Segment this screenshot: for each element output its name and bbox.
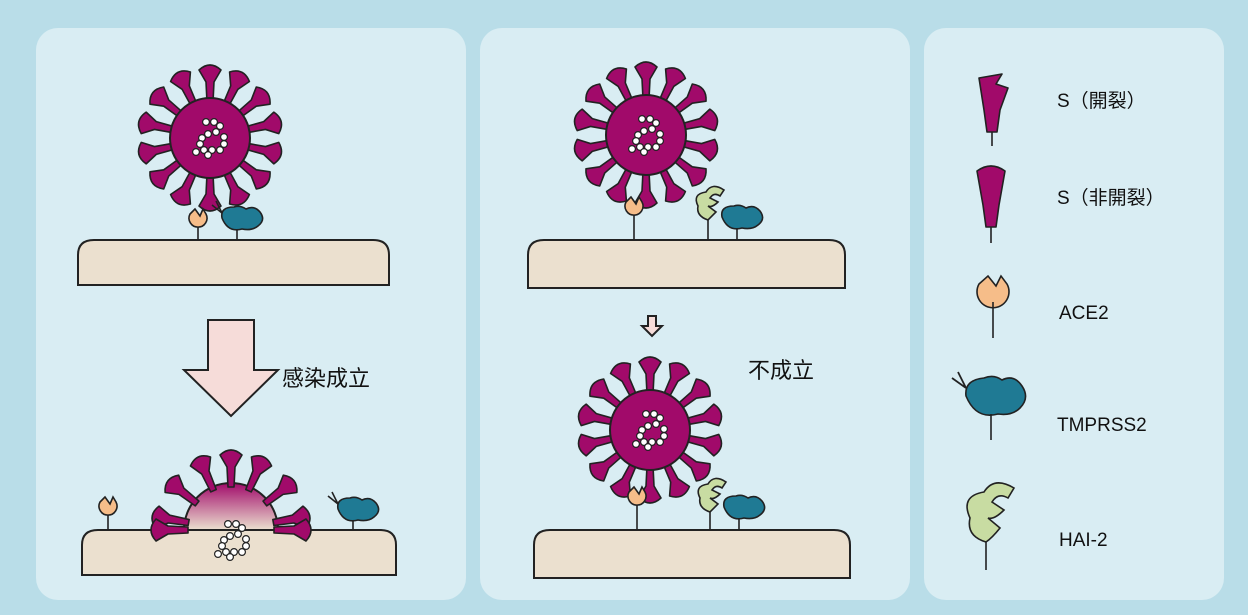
spike-protein <box>675 449 711 482</box>
spike-protein <box>137 111 177 135</box>
spike-protein <box>589 449 625 482</box>
spike-protein <box>605 67 634 105</box>
ace2-receptor-mid-bottom <box>627 485 647 530</box>
spike-protein <box>573 138 613 162</box>
tmprss2-protease <box>211 200 264 240</box>
ace2-receptor-icon <box>976 274 1010 338</box>
spike-protein <box>169 70 198 108</box>
ace2-receptor-mid <box>624 195 644 240</box>
spike-protein <box>577 433 617 457</box>
spike-protein <box>662 362 691 400</box>
spike-protein <box>198 64 222 103</box>
spike-protein <box>164 474 200 507</box>
tmprss2-protease-bottom <box>327 491 380 530</box>
virus-particle-top <box>573 61 719 209</box>
spike-protein <box>671 83 707 116</box>
spike-protein <box>658 165 687 203</box>
status-blocked: 不成立 <box>748 358 814 383</box>
spike-protein <box>634 61 658 100</box>
legend-label-cleaved-spike: S（開裂） <box>1057 90 1146 112</box>
hai2-inhibitor-mid <box>695 185 726 240</box>
spike-protein <box>589 378 625 411</box>
spike-protein <box>219 449 243 488</box>
spike-protein <box>189 455 218 493</box>
spike-protein <box>222 70 251 108</box>
spike-protein <box>609 362 638 400</box>
legend-label-uncleaved-spike: S（非開裂） <box>1057 187 1165 209</box>
hai2-inhibitor-mid-bottom <box>697 477 728 530</box>
spike-protein <box>662 460 691 498</box>
spike-protein <box>683 433 723 457</box>
spike-protein <box>675 378 711 411</box>
tmprss2-protease-mid <box>720 204 764 240</box>
spike-protein <box>679 108 719 132</box>
spike-protein <box>609 460 638 498</box>
host-cell-top-middle <box>527 239 846 289</box>
spike-protein <box>577 403 617 427</box>
ace2-receptor <box>188 207 208 240</box>
virus-particle-bottom <box>577 356 723 504</box>
fusing-virus <box>150 449 312 561</box>
cleaved-spike-icon <box>978 73 1009 146</box>
spike-protein <box>585 154 621 187</box>
spike-protein <box>243 111 283 135</box>
spike-protein <box>150 518 189 542</box>
panel-infection <box>36 28 466 600</box>
spike-protein <box>683 403 723 427</box>
legend-label-hai2: HAI-2 <box>1059 530 1108 551</box>
spike-protein <box>262 474 298 507</box>
panel-blocked <box>480 28 910 600</box>
spike-protein <box>243 141 283 165</box>
tmprss2-protease-mid-bottom <box>722 494 766 530</box>
spike-protein <box>169 168 198 206</box>
spike-protein <box>149 86 185 119</box>
spike-protein <box>605 165 634 203</box>
spike-protein <box>235 157 271 190</box>
spike-protein <box>679 138 719 162</box>
spike-protein <box>149 157 185 190</box>
spike-protein <box>585 83 621 116</box>
virus-particle <box>137 64 283 212</box>
down-arrow-small <box>639 315 665 338</box>
ace2-receptor-bottom <box>98 495 118 530</box>
spike-protein <box>671 154 707 187</box>
legend-label-tmprss2: TMPRSS2 <box>1057 415 1147 436</box>
spike-protein <box>222 168 251 206</box>
host-cell-top-left <box>77 239 390 286</box>
spike-protein <box>235 86 271 119</box>
spike-protein <box>658 67 687 105</box>
spike-protein <box>638 356 662 395</box>
tmprss2-protease-icon <box>951 371 1027 440</box>
spike-protein <box>137 141 177 165</box>
uncleaved-spike-icon <box>976 165 1006 243</box>
status-infection: 感染成立 <box>282 366 370 391</box>
spike-protein <box>244 455 273 493</box>
legend-label-ace2: ACE2 <box>1059 303 1109 324</box>
spike-protein <box>573 108 613 132</box>
host-cell-bottom-middle <box>533 529 851 579</box>
spike-protein <box>273 518 312 542</box>
hai2-inhibitor-icon <box>966 482 1016 570</box>
down-arrow-large <box>181 319 281 418</box>
